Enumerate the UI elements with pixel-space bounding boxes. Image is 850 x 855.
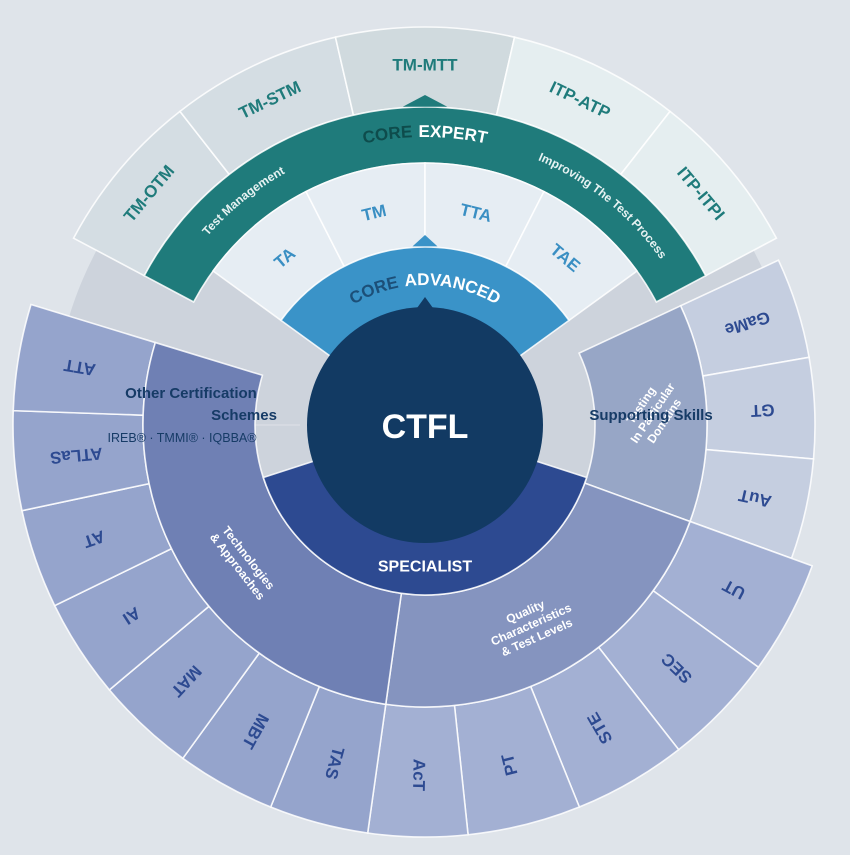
- specialist-label-gt: GT: [750, 400, 775, 420]
- other-schemes-list: IREB® · TMMI® · IQBBA®: [108, 431, 258, 445]
- advanced-pointer: [412, 235, 438, 247]
- specialist-label-act: AcT: [409, 759, 429, 792]
- supporting-skills-label: Supporting Skills: [589, 407, 712, 424]
- ctfl-pointer: [416, 297, 434, 309]
- other-schemes-title-line2: Schemes: [211, 407, 277, 424]
- specialist-label-atlas: ATLaS: [49, 444, 103, 468]
- specialist-label-pt: PT: [498, 751, 522, 777]
- expert-label-tm-mtt: TM-MTT: [392, 56, 458, 75]
- ctfl-label: CTFL: [382, 408, 469, 446]
- ctfl-core-circle[interactable]: [307, 307, 543, 543]
- specialist-label: SPECIALIST: [378, 559, 472, 576]
- expert-pointer: [402, 95, 448, 107]
- other-schemes-title-line1: Other Certification: [125, 385, 257, 402]
